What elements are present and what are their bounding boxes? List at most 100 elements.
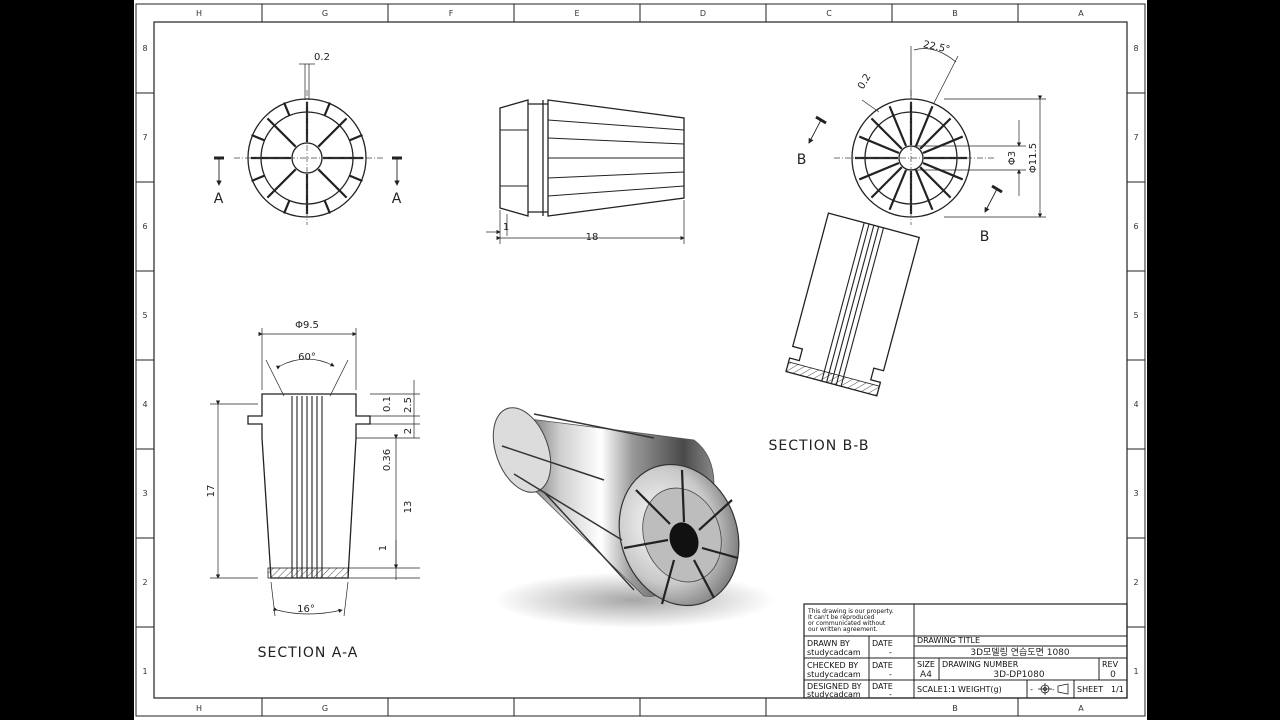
designed-date-label: DATE [872, 682, 893, 691]
dim-side-length: 18 [586, 232, 599, 243]
right-slot-6 [870, 166, 903, 199]
sheet-value: 1/1 [1111, 685, 1124, 694]
dim-aa-1: 1 [378, 545, 389, 551]
zone-col-g-bottom: G [322, 704, 328, 713]
zone-col-e: E [574, 9, 579, 18]
dim-front-slot-width: 0.2 [314, 52, 330, 63]
checked-by-label: CHECKED BY [807, 661, 858, 670]
zone-row-6-right: 6 [1133, 222, 1138, 231]
zone-row-1-right: 1 [1133, 667, 1138, 676]
zone-row-5: 5 [142, 311, 147, 320]
drawing-sheet: H G F E D C B A H G B A 8 7 6 5 4 3 2 1 … [134, 0, 1147, 720]
zone-col-a-bottom: A [1078, 704, 1084, 713]
technical-drawing: H G F E D C B A H G B A 8 7 6 5 4 3 2 1 … [135, 3, 1146, 717]
dim-aa-cone-angle: 60° [298, 352, 316, 363]
dim-aa-top-dia: Φ9.5 [295, 320, 319, 331]
front-slot-5 [266, 117, 297, 148]
right-slot-3 [914, 169, 934, 211]
zone-row-6: 6 [142, 222, 147, 231]
zone-col-f: F [449, 9, 454, 18]
zone-row-3: 3 [142, 489, 147, 498]
weight-label: WEIGHT(g) [958, 685, 1002, 694]
size-label: SIZE [917, 660, 935, 669]
size-value: A4 [920, 670, 932, 680]
collet-3d-render [492, 407, 774, 628]
dim-aa-taper-angle: 16° [297, 604, 315, 615]
front-view: 0.2 A A [214, 52, 403, 225]
scale-label: SCALE [917, 685, 943, 694]
section-bb-title: SECTION B-B [769, 438, 870, 454]
zone-col-h-bottom: H [196, 704, 202, 713]
zone-labels-left: 8 7 6 5 4 3 2 1 [136, 44, 154, 676]
right-slot-14 [919, 117, 952, 150]
front-outer-slot-0 [349, 174, 363, 182]
front-outer-slot-5 [283, 102, 291, 116]
dim-right-angle: 22.5° [922, 39, 951, 55]
title-block: This drawing is our property. It can't b… [803, 603, 1128, 699]
drawing-title-value: 3D모델링 연습도면 1080 [970, 646, 1070, 658]
zone-row-4-right: 4 [1133, 400, 1138, 409]
zone-row-2: 2 [142, 578, 147, 587]
front-outer-slot-3 [251, 174, 265, 182]
dim-aa-0-1: 0.1 [382, 396, 393, 412]
zone-col-a: A [1078, 9, 1084, 18]
drawing-title-label: DRAWING TITLE [917, 636, 980, 645]
zone-row-4: 4 [142, 400, 147, 409]
zone-col-d: D [700, 9, 706, 18]
sheet-label: SHEET [1077, 685, 1103, 694]
zone-col-b: B [952, 9, 958, 18]
drawing-number-label: DRAWING NUMBER [942, 660, 1019, 669]
front-outer-slot-2 [283, 200, 291, 214]
dim-aa-0-36: 0.36 [382, 449, 393, 471]
zone-row-5-right: 5 [1133, 311, 1138, 320]
zone-labels-right: 8 7 6 5 4 3 2 1 [1127, 44, 1145, 676]
section-mark-b-bottom: B [980, 229, 991, 245]
drawn-date-value: - [889, 648, 892, 657]
designed-date-value: - [889, 690, 892, 699]
weight-value: - [1030, 685, 1033, 694]
section-mark-a-left: A [214, 191, 225, 207]
checked-date-value: - [889, 670, 892, 679]
zone-labels-bottom: H G B A [196, 698, 1084, 716]
right-slot-1 [922, 161, 964, 181]
zone-row-3-right: 3 [1133, 489, 1138, 498]
zone-row-8: 8 [142, 44, 147, 53]
section-b-b [780, 212, 921, 398]
checked-date-label: DATE [872, 661, 893, 670]
section-mark-a-right: A [392, 191, 403, 207]
right-slot-10 [870, 117, 903, 150]
front-slot-1 [317, 168, 348, 199]
designed-by-value: studycadcam [807, 690, 861, 699]
zone-col-c: C [826, 9, 832, 18]
notice-line-4: our written agreement. [808, 626, 878, 633]
rev-label: REV [1102, 660, 1119, 669]
dim-right-outer-dia: Φ11.5 [1028, 143, 1039, 173]
notice-line-2: It can't be reproduced [808, 614, 875, 621]
front-slot-7 [317, 117, 348, 148]
right-slot-15 [922, 135, 964, 155]
drawn-by-label: DRAWN BY [807, 639, 850, 648]
front-outer-slot-1 [323, 200, 331, 214]
right-slot-9 [858, 135, 900, 155]
zone-labels-top: H G F E D C B A [196, 4, 1084, 22]
zone-row-7: 7 [142, 133, 147, 142]
front-slot-3 [266, 168, 297, 199]
right-slot-7 [858, 161, 900, 181]
dim-aa-2-5: 2.5 [403, 397, 414, 413]
side-view [486, 99, 685, 244]
dim-aa-2: 2 [403, 428, 414, 434]
zone-col-b-bottom: B [952, 704, 958, 713]
drawn-by-value: studycadcam [807, 648, 861, 657]
dim-right-inner-dia: Φ3 [1007, 151, 1018, 165]
dim-aa-height: 17 [206, 485, 217, 498]
section-aa-title: SECTION A-A [258, 645, 359, 661]
rev-value: 0 [1110, 670, 1116, 680]
notice-line-1: This drawing is our property. [807, 608, 894, 615]
section-a-a: Φ9.5 60° 16° 17 0.1 2.5 2 0.36 13 1 SECT… [206, 320, 420, 661]
dim-aa-13: 13 [403, 501, 414, 514]
scale-value: 1:1 [943, 685, 956, 694]
dim-right-slot-width: 0.2 [856, 72, 873, 91]
zone-row-2-right: 2 [1133, 578, 1138, 587]
right-slot-5 [888, 169, 908, 211]
projection-symbol-icon [1038, 683, 1069, 695]
